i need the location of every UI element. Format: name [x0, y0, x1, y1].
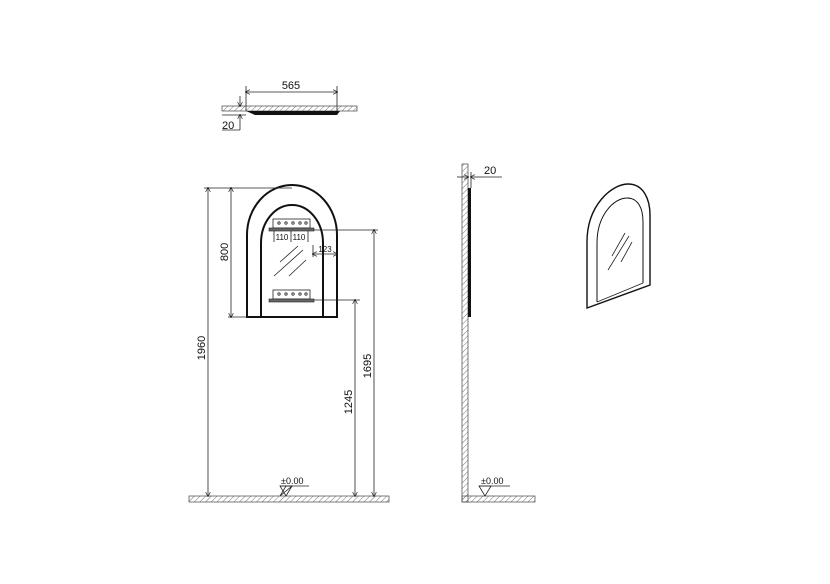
bracket-side-offset: 123 [318, 245, 332, 254]
upper-bracket-height-label: 1695 [362, 354, 374, 378]
mirror-top-profile [246, 111, 340, 115]
iso-inner-frame [596, 197, 644, 302]
side-view: 20 ±0.00 [457, 163, 536, 503]
depth-label-side: 20 [484, 165, 496, 177]
depth-label-top: 20 [222, 120, 234, 132]
bracket-spacing-left: 110 [276, 233, 289, 242]
mirror-side-profile [468, 188, 471, 317]
iso-outer-frame [586, 183, 651, 310]
upper-bracket [268, 218, 315, 232]
iso-glass-reflection-icon [607, 232, 633, 271]
mirror-outer-frame [246, 184, 338, 318]
lower-bracket-height-label: 1245 [343, 390, 355, 414]
floor-level-label-side: ±0.00 [481, 476, 503, 486]
front-view: 110 110 123 800 1960 1245 1695 ±0.00 [188, 184, 390, 503]
floor-level-label-front: ±0.00 [281, 476, 303, 486]
lower-bracket [268, 289, 315, 303]
total-height-label: 1960 [196, 336, 208, 360]
bracket-spacing-right: 110 [293, 233, 306, 242]
top-view: 565 20 [221, 80, 358, 132]
mirror-height-label: 800 [219, 243, 231, 261]
width-label: 565 [282, 80, 300, 92]
floor-section-front [188, 495, 390, 503]
glass-reflection-icon [273, 245, 307, 277]
floor-section-side [461, 495, 536, 503]
wall-section-side [461, 163, 469, 503]
iso-view [586, 183, 651, 310]
level-marker-icon [478, 485, 492, 497]
